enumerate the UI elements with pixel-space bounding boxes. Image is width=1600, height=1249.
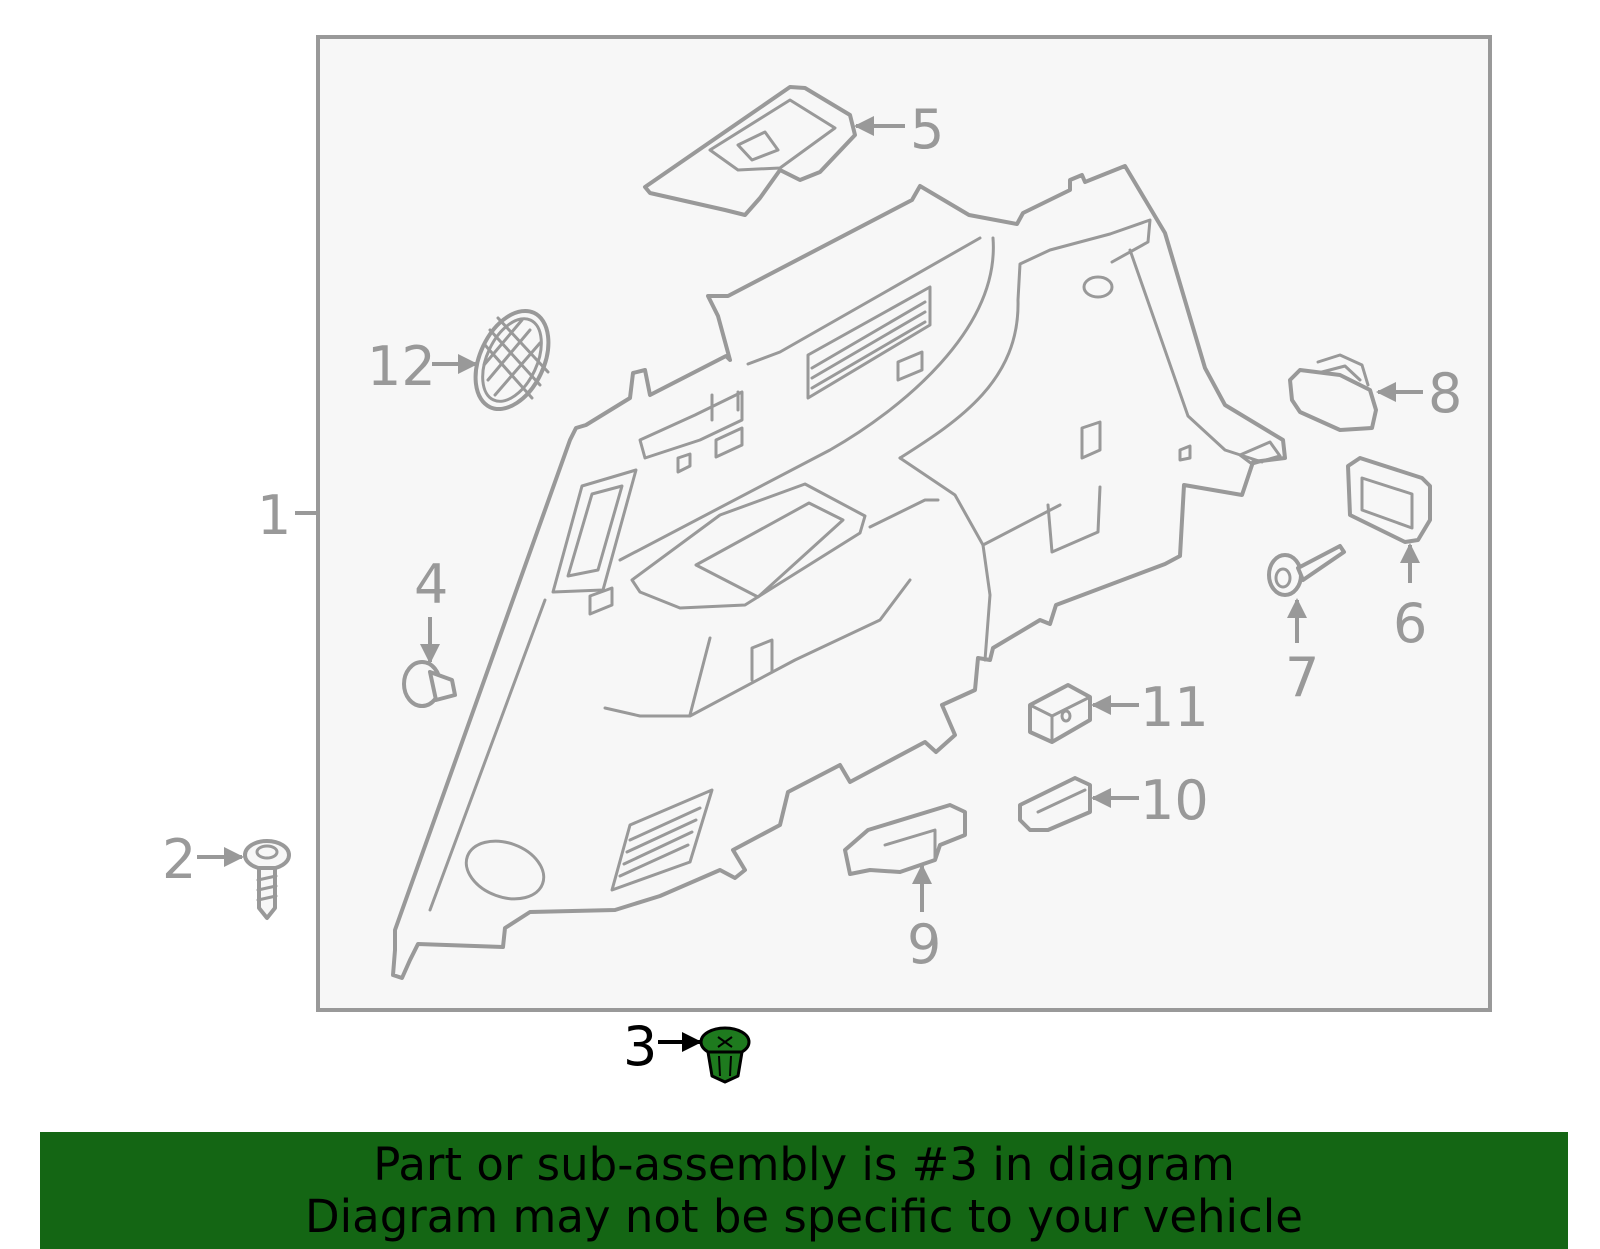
callout-4: 4 — [414, 553, 448, 616]
callout-12: 12 — [367, 335, 436, 398]
callout-10: 10 — [1140, 769, 1209, 832]
callout-3: 3 — [623, 1015, 657, 1078]
info-banner: Part or sub-assembly is #3 in diagram Di… — [40, 1132, 1568, 1249]
callout-11: 11 — [1140, 676, 1209, 739]
leader-lines — [197, 116, 1423, 1052]
callout-6: 6 — [1393, 592, 1427, 655]
part-6-housing — [1346, 456, 1432, 544]
part-12-speaker-grille — [473, 308, 551, 412]
part-11-block — [1028, 683, 1092, 744]
part-7-bolt — [1267, 544, 1346, 597]
part-4-clip — [402, 660, 457, 708]
callout-9: 9 — [907, 913, 941, 976]
banner-line-part: Part or sub-assembly is #3 in diagram — [373, 1137, 1235, 1191]
banner-line-disclaimer: Diagram may not be specific to your vehi… — [305, 1189, 1303, 1243]
quarter-trim-panel — [391, 164, 1287, 980]
part-10-bumper — [1018, 776, 1092, 832]
part-2-screw — [243, 839, 291, 920]
callout-5: 5 — [910, 98, 944, 161]
part-5-trim-cover — [643, 85, 857, 217]
part-9-hook — [843, 803, 967, 876]
callout-1: 1 — [257, 484, 291, 547]
part-3-push-pin — [699, 1026, 751, 1084]
callout-2: 2 — [162, 828, 196, 891]
callout-8: 8 — [1428, 362, 1462, 425]
callout-7: 7 — [1285, 646, 1319, 709]
part-8-bracket — [1288, 353, 1378, 432]
